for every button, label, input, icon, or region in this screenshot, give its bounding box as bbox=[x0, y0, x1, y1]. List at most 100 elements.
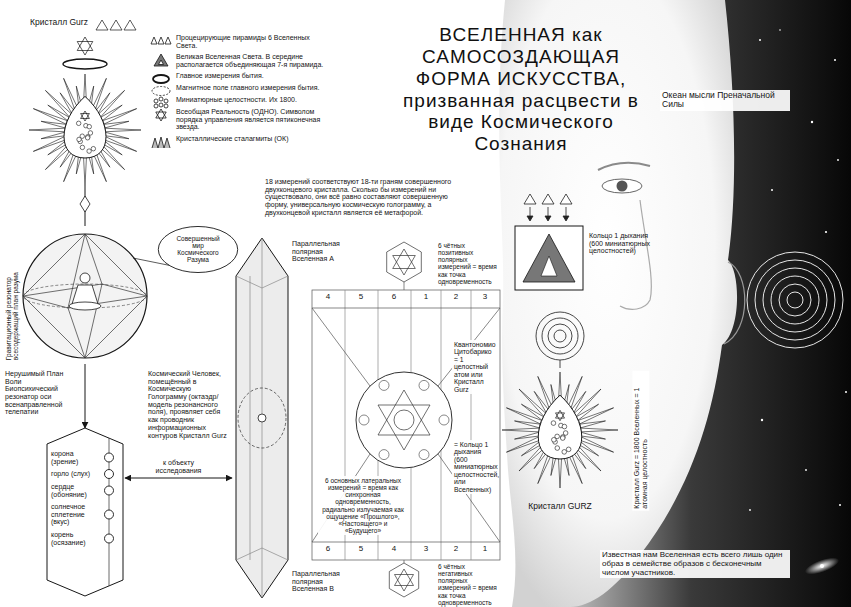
legend-swatch bbox=[153, 75, 169, 83]
star-field-part bbox=[771, 189, 773, 191]
leader-line bbox=[133, 258, 169, 265]
hologram-grid-part bbox=[439, 415, 449, 425]
crystal-heading: Кристалл Gurz bbox=[30, 18, 94, 27]
crystal-core bbox=[258, 414, 266, 422]
crystal-spike bbox=[29, 128, 65, 132]
hologram-grid-part bbox=[359, 415, 369, 425]
legend-swatch bbox=[159, 60, 164, 65]
legend-swatch bbox=[154, 99, 158, 103]
hologram-grid-part bbox=[419, 450, 429, 460]
thought-waves-part bbox=[763, 268, 827, 332]
miniature-wholeness bbox=[560, 436, 565, 441]
gurzR-node: Кристалл GURZ bbox=[498, 368, 622, 520]
region-label: Океан мысли Преначальной Силы bbox=[660, 90, 790, 111]
caption-note: Известная нам Вселенная есть всего лишь … bbox=[600, 550, 790, 578]
hologram-grid-part bbox=[378, 390, 430, 435]
legend-swatch bbox=[165, 37, 171, 44]
callout-number: 1 bbox=[478, 545, 492, 554]
spiral-target-part bbox=[536, 312, 584, 360]
legend-entry: Процецирующие пирамиды 6 Вселенных Света… bbox=[150, 34, 330, 49]
hologram-grid-part bbox=[312, 542, 500, 543]
dimension-ring bbox=[63, 59, 107, 69]
legend-swatch bbox=[154, 104, 158, 108]
star-symbol bbox=[81, 114, 90, 122]
ring-figure bbox=[515, 226, 583, 290]
cosmic-human bbox=[72, 285, 98, 304]
callout-oval bbox=[158, 226, 237, 272]
sphere-outline bbox=[23, 234, 147, 358]
chakra-circle bbox=[105, 470, 114, 479]
star-field-part bbox=[779, 29, 781, 31]
note: 6 основных латеральных измерений = время… bbox=[318, 476, 408, 535]
star-symbol bbox=[77, 42, 93, 56]
legend-swatch bbox=[150, 84, 172, 98]
hologram-grid-part bbox=[387, 242, 422, 282]
crystal-body bbox=[64, 96, 106, 158]
note: Квантономио Цитобарико = 1 целостный ато… bbox=[452, 340, 498, 394]
callout-number: 5 bbox=[354, 545, 368, 554]
column-figure bbox=[47, 428, 123, 596]
side-note: Кристалл Gurz = 1800 Вселенных = 1 атомн… bbox=[632, 370, 649, 510]
star-field-part bbox=[759, 39, 761, 41]
hologram-grid-part bbox=[404, 282, 405, 290]
thought-waves-part bbox=[771, 276, 819, 324]
hologram-grid bbox=[312, 242, 500, 597]
crystal-heading: Кристалл GURZ bbox=[510, 502, 610, 511]
star-field-part bbox=[811, 121, 813, 123]
column-node: корона (зрение)горло (слух)сердце (обоня… bbox=[45, 428, 125, 596]
edge-label: к объекту исследования bbox=[138, 458, 220, 475]
crystal-facet bbox=[236, 238, 288, 598]
crystal-spike bbox=[580, 421, 606, 428]
chakra-circle bbox=[105, 486, 114, 495]
miniature-wholeness bbox=[85, 136, 89, 140]
hologram-grid-part bbox=[389, 563, 418, 597]
hologram-grid-part bbox=[379, 380, 389, 390]
miniature-wholeness bbox=[563, 431, 568, 436]
callout-number: 5 bbox=[354, 293, 368, 302]
star-symbol bbox=[81, 111, 90, 121]
light-pyramids-part bbox=[527, 216, 533, 221]
node-outline bbox=[232, 238, 346, 598]
legend-text: Кристаллические сталагмиты (ОК) bbox=[176, 135, 330, 143]
hologram-grid-part bbox=[312, 308, 500, 309]
legend-swatch bbox=[154, 54, 168, 66]
star-symbol bbox=[556, 413, 565, 421]
great-pyramid bbox=[523, 234, 575, 282]
chakra-circle bbox=[105, 534, 114, 543]
light-pyramids-part bbox=[563, 216, 569, 221]
spiral-target-part bbox=[554, 330, 566, 342]
legend-swatch bbox=[152, 137, 170, 148]
crystal-node: Параллельная полярная Вселенная AПаралле… bbox=[232, 238, 346, 598]
hologram-grid-part bbox=[393, 256, 416, 276]
light-pyramid bbox=[96, 20, 108, 30]
miniature-wholeness bbox=[566, 447, 571, 452]
note: = Кольцо 1 дыхания (600 миниатюрных цело… bbox=[452, 440, 498, 494]
face-part bbox=[620, 200, 651, 309]
miniature-wholeness bbox=[555, 446, 560, 451]
star-field-part bbox=[749, 509, 751, 511]
chakra-label: горло (слух) bbox=[51, 470, 97, 478]
crystal-spike bbox=[104, 121, 129, 128]
star-field-part bbox=[761, 419, 763, 421]
face-part bbox=[617, 181, 628, 192]
face-part bbox=[598, 163, 650, 170]
crystal-spike bbox=[515, 432, 541, 439]
star-field-part bbox=[845, 391, 847, 393]
callout-number: 4 bbox=[321, 293, 335, 302]
callout-number: 6 bbox=[387, 293, 401, 302]
callout-number: 2 bbox=[449, 545, 463, 554]
spiral-target bbox=[536, 312, 584, 368]
legend-entry: Миниатюрные целостности. Их 1800. bbox=[150, 96, 330, 104]
gurzL-figure bbox=[29, 20, 141, 218]
legend-swatch bbox=[156, 109, 166, 121]
star-field-part bbox=[839, 504, 841, 506]
face-part bbox=[724, 262, 745, 344]
title: ВСЕЛЕННАЯ как САМОСОЗДАЮЩАЯ ФОРМА ИСКУСС… bbox=[392, 24, 650, 155]
legend-swatch bbox=[150, 96, 172, 110]
gurzR-figure bbox=[502, 372, 618, 488]
legend-swatch bbox=[164, 99, 168, 103]
hologram-grid-part bbox=[395, 569, 414, 586]
star-field-part bbox=[834, 59, 836, 61]
